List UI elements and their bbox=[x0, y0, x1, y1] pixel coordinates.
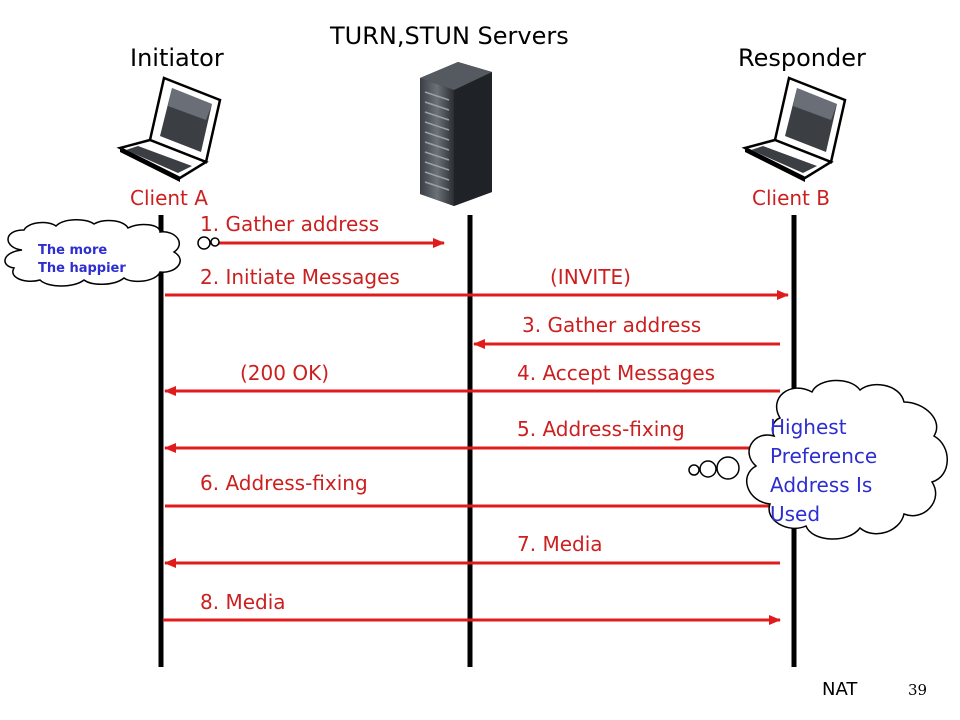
small-cloud-line-1: The more bbox=[38, 243, 108, 258]
page-title: TURN,STUN Servers bbox=[330, 22, 569, 50]
footer-section: NAT bbox=[822, 679, 858, 700]
message-6-label: 6. Address-fixing bbox=[200, 471, 368, 495]
small-cloud-line-2: The happier bbox=[38, 261, 126, 276]
thought-cloud-big bbox=[688, 379, 948, 540]
big-cloud-text: Highest Preference Address Is Used bbox=[770, 415, 878, 526]
thought-cloud-small bbox=[4, 219, 220, 287]
message-7-label: 7. Media bbox=[517, 532, 603, 556]
message-2-label: 2. Initiate Messages bbox=[200, 265, 400, 289]
message-2-tag: (INVITE) bbox=[550, 265, 631, 289]
client-b-label: Client B bbox=[752, 186, 830, 210]
laptop-icon bbox=[741, 76, 847, 182]
laptop-icon bbox=[116, 76, 222, 182]
message-5-label: 5. Address-fixing bbox=[517, 417, 685, 441]
client-a-label: Client A bbox=[130, 186, 208, 210]
message-4-label: 4. Accept Messages bbox=[517, 361, 716, 385]
message-8-label: 8. Media bbox=[200, 590, 286, 614]
message-1-label: 1. Gather address bbox=[200, 212, 380, 236]
initiator-label: Initiator bbox=[130, 44, 224, 72]
responder-label: Responder bbox=[738, 44, 866, 72]
message-4-tag: (200 OK) bbox=[240, 361, 329, 385]
message-3-label: 3. Gather address bbox=[522, 313, 702, 337]
page-number: 39 bbox=[908, 681, 928, 699]
server-rack-icon bbox=[420, 62, 492, 206]
